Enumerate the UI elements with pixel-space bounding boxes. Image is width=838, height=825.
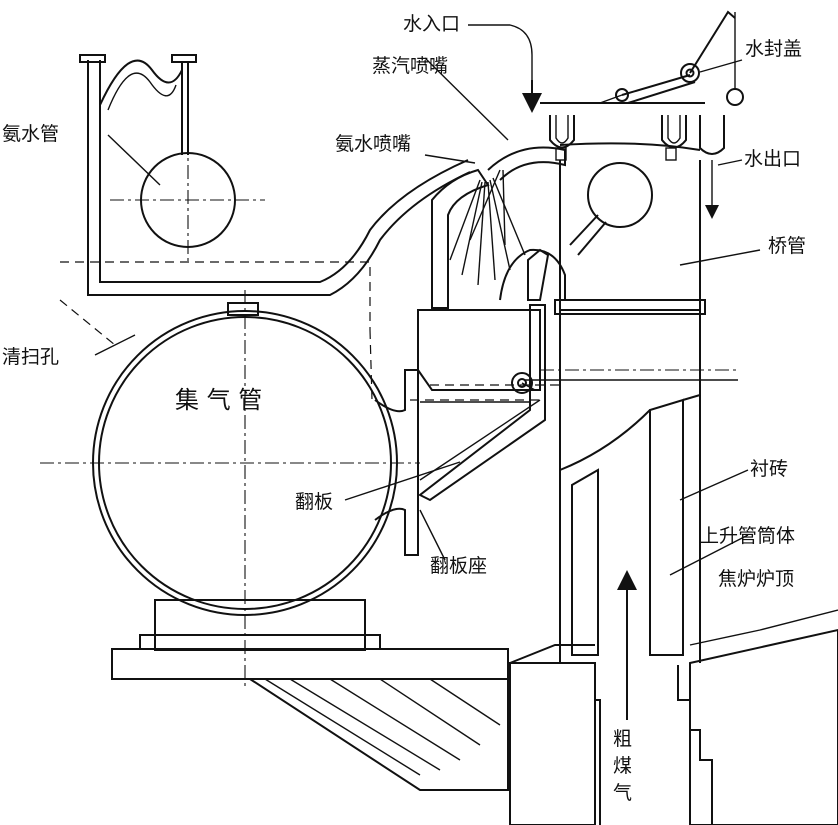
label-riser-body: 上升管筒体 — [700, 525, 795, 547]
label-ammonia-nozzle: 氨水喷嘴 — [335, 133, 411, 155]
label-flap-seat: 翻板座 — [430, 555, 487, 577]
gas-collector-main — [40, 290, 420, 690]
ammonia-water-pipe — [60, 54, 471, 330]
label-raw-gas-1: 粗 — [613, 728, 632, 750]
support-platform — [111, 599, 509, 791]
label-water-seal-cover: 水封盖 — [745, 38, 802, 60]
label-gas-collector: 集 气 管 — [175, 386, 262, 414]
hidden-lines — [59, 299, 738, 401]
water-seal-cover — [540, 10, 744, 161]
label-raw-gas-2: 煤 — [613, 755, 632, 777]
label-flap: 翻板 — [295, 491, 333, 513]
label-bridge-pipe: 桥管 — [768, 235, 806, 257]
label-raw-gas-3: 气 — [613, 782, 632, 804]
riser-pipe-body — [559, 310, 701, 720]
ammonia-spray — [449, 169, 526, 286]
label-water-inlet: 水入口 — [403, 13, 460, 35]
coke-oven-top-masonry — [509, 609, 838, 825]
label-water-outlet: 水出口 — [744, 148, 801, 170]
leader-lines — [94, 57, 761, 576]
bridge-pipe-valve-body — [417, 142, 706, 502]
water-outlet-pipe — [699, 115, 725, 219]
water-inlet-arrow — [468, 24, 542, 113]
label-lining-brick: 衬砖 — [750, 458, 788, 480]
label-steam-nozzle: 蒸汽喷嘴 — [372, 55, 448, 77]
label-cleaning-hole: 清扫孔 — [2, 346, 59, 368]
label-ammonia-pipe: 氨水管 — [2, 123, 59, 145]
label-coke-oven-top: 焦炉炉顶 — [718, 568, 794, 590]
